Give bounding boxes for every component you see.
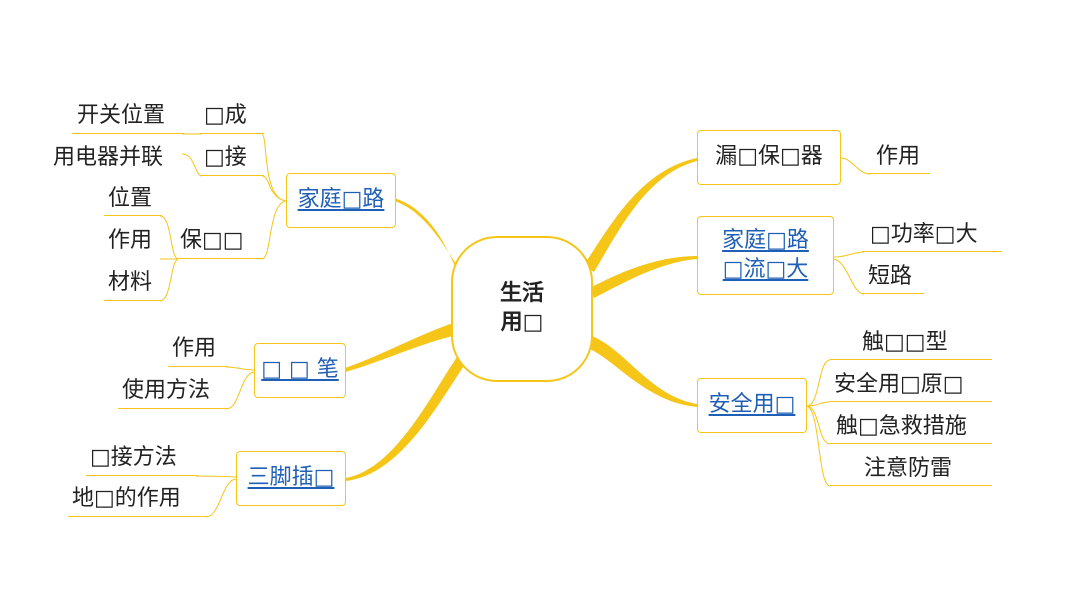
- leaf-fuse-position[interactable]: 位置: [108, 186, 153, 211]
- leaf-fuse-material[interactable]: 材料: [108, 270, 153, 295]
- leaf-parallel-appliances[interactable]: 用电器并联: [53, 145, 164, 170]
- link-safety-4: [806, 405, 831, 487]
- link-fuse-pos: [159, 215, 179, 260]
- leaf-switch-position[interactable]: 开关位置: [77, 103, 166, 128]
- subtopic-connection[interactable]: □接: [204, 145, 247, 170]
- topic-socket[interactable]: 三脚插□: [236, 451, 346, 506]
- link-safety-2: [806, 401, 831, 407]
- topic-home-circuit[interactable]: 家庭□路: [286, 173, 396, 228]
- link-pen-use: [225, 366, 255, 371]
- topic-leakage-protector[interactable]: 漏□保□器: [697, 130, 841, 185]
- subtopic-composition[interactable]: □成: [204, 103, 247, 128]
- link-socket-ground: [205, 478, 237, 518]
- leaf-short-circuit[interactable]: 短路: [868, 264, 913, 289]
- leaf-first-aid[interactable]: 触□急救措施: [836, 414, 967, 439]
- link-connection-child: [181, 153, 203, 177]
- branch-safety: [588, 336, 697, 407]
- link-connection: [261, 175, 287, 202]
- link-fuse-mat: [159, 258, 179, 302]
- topic-test-pen[interactable]: □ □ 笔: [254, 343, 346, 398]
- leaf-pen-function[interactable]: 作用: [172, 336, 217, 361]
- leaf-pen-method[interactable]: 使用方法: [122, 378, 211, 403]
- leaf-socket-connection[interactable]: □接方法: [90, 445, 177, 470]
- link-over-short: [833, 258, 865, 295]
- link-over-power: [833, 251, 865, 258]
- topic-excess-current[interactable]: 家庭□路 □流□大: [697, 216, 834, 295]
- branch-leakage: [584, 158, 697, 272]
- branch-test-pen: [345, 322, 462, 372]
- link-leakage-use: [840, 157, 871, 175]
- leaf-ground-function[interactable]: 地□的作用: [72, 486, 181, 511]
- leaf-high-power[interactable]: □功率□大: [870, 222, 978, 247]
- subtopic-fuse[interactable]: 保□□: [180, 228, 244, 253]
- central-topic-line1: 生活: [499, 281, 544, 307]
- link-safety-1: [806, 359, 831, 407]
- link-fuse: [261, 200, 287, 260]
- leaf-leakage-function[interactable]: 作用: [876, 144, 921, 169]
- branch-socket: [346, 350, 472, 481]
- leaf-safety-principles[interactable]: 安全用□原□: [834, 372, 964, 397]
- leaf-fuse-function[interactable]: 作用: [108, 228, 153, 253]
- link-pen-method: [225, 371, 255, 410]
- topic-excess-current-line2: □流□大: [722, 256, 809, 282]
- link-safety-3: [806, 405, 831, 445]
- topic-electrical-safety[interactable]: 安全用□: [697, 378, 807, 433]
- link-composition: [261, 133, 287, 202]
- branch-overcurrent: [590, 256, 697, 298]
- leaf-lightning-protection[interactable]: 注意防雷: [864, 456, 953, 481]
- topic-excess-current-line1: 家庭□路: [722, 227, 809, 253]
- link-socket-conn: [195, 475, 237, 478]
- central-topic[interactable]: 生活 用□: [451, 236, 593, 382]
- central-topic-line2: 用□: [500, 310, 544, 335]
- leaf-shock-types[interactable]: 触□□型: [862, 330, 948, 355]
